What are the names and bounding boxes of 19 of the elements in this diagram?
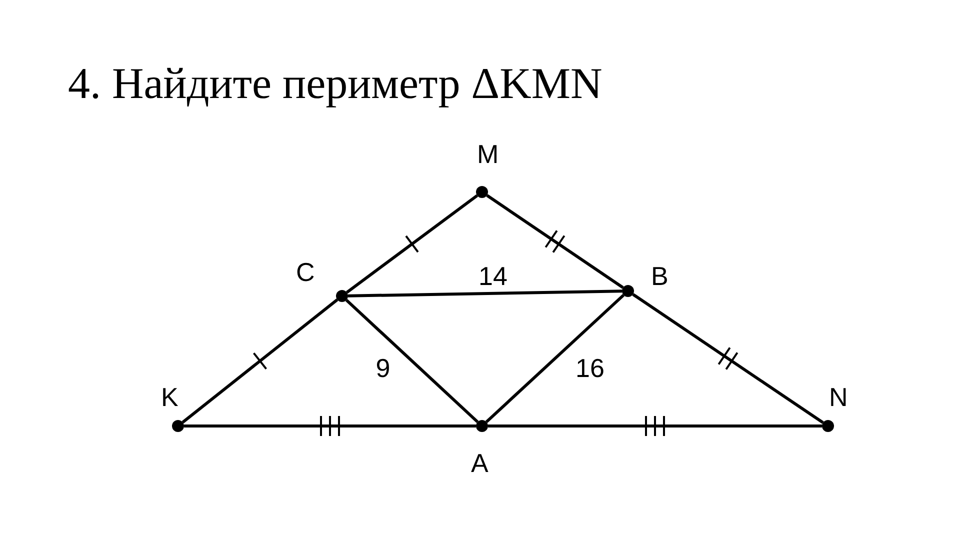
line-segment (485, 294, 625, 424)
vertex-label: A (471, 448, 488, 478)
line-segment (182, 298, 338, 424)
line-segment (348, 290, 622, 298)
line-segment (488, 424, 822, 428)
line-segment (486, 194, 624, 289)
vertex-label: B (651, 261, 668, 291)
line-segment (184, 424, 476, 428)
line-segment (632, 293, 824, 424)
vertex-label: K (161, 382, 178, 412)
vertex-label: C (296, 257, 315, 287)
line-segment (345, 298, 479, 424)
line-segment (346, 194, 478, 294)
length-label: 9 (376, 353, 390, 383)
heading: 4. Найдите периметр ΔKMN (68, 58, 602, 110)
length-label: 16 (576, 353, 604, 383)
length-label: 14 (478, 261, 508, 291)
vertex-label: M (477, 139, 499, 169)
vertex-label: N (829, 382, 848, 412)
